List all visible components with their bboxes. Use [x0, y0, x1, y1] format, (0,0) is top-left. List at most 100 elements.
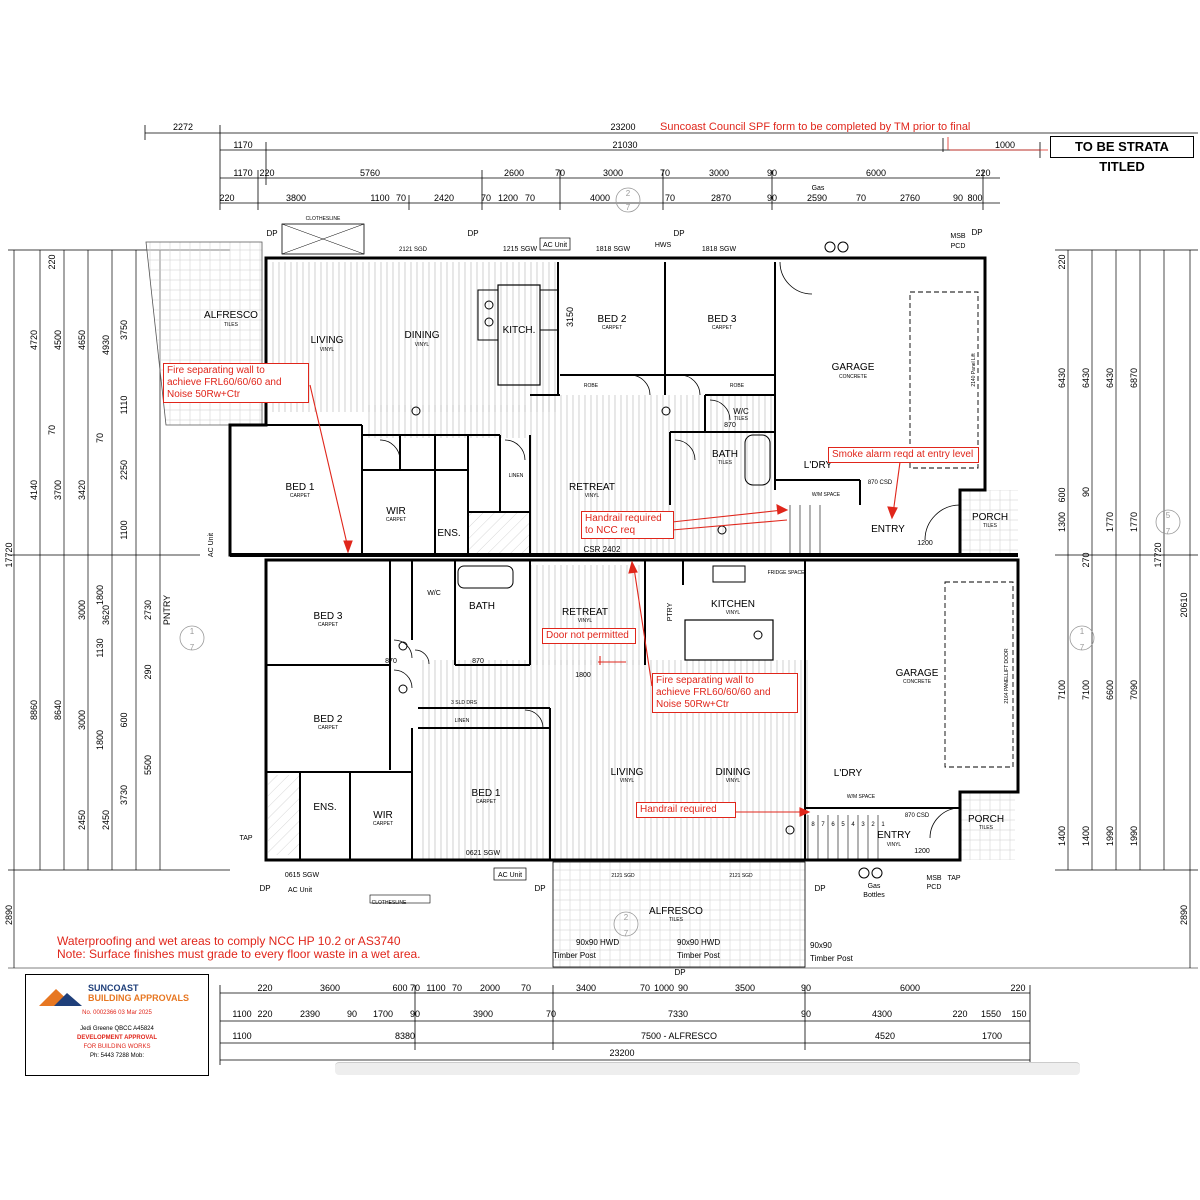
step-number: 5 — [841, 822, 845, 828]
dim-text: 2000 — [480, 983, 500, 993]
dim-text: 3700 — [53, 480, 63, 500]
dim-text: 70 — [95, 433, 105, 443]
dim-text: 3000 — [709, 168, 729, 178]
post-label: 90x90 HWD — [576, 938, 619, 947]
door-label: 1200 — [917, 540, 933, 547]
dim-text: 2600 — [504, 168, 524, 178]
dim-text: 5760 — [360, 168, 380, 178]
viewer-scrollbar[interactable] — [335, 1062, 1080, 1075]
dim-text: 220 — [1010, 983, 1025, 993]
door-label: 870 — [724, 422, 736, 429]
door-label: 1800 — [575, 672, 591, 679]
window-label: 2121 SGD — [729, 873, 753, 879]
dim-text: 220 — [975, 168, 990, 178]
room-finish: TILES — [979, 825, 994, 831]
dim-text: 2420 — [434, 193, 454, 203]
ac-unit-label: AC Unit — [288, 887, 312, 894]
room-finish: CONCRETE — [903, 679, 932, 685]
dim-text: 1300 — [1057, 512, 1067, 532]
dim-text: 90 — [767, 193, 777, 203]
post-label: Timber Post — [677, 951, 721, 960]
gas-label: Gas — [868, 883, 881, 890]
door-label: 870 CSD — [868, 480, 893, 486]
tap-label: TAP — [947, 875, 960, 882]
room-name: BED 1 — [286, 482, 315, 493]
room-name: PORCH — [968, 814, 1004, 825]
room-finish: VINYL — [320, 347, 335, 353]
room-finish: CARPET — [476, 799, 496, 805]
stamp-line: FOR BUILDING WORKS — [83, 1044, 151, 1050]
dim-text: 7100 — [1081, 680, 1091, 700]
door-label: 870 — [385, 658, 397, 665]
dim-text: 90 — [347, 1009, 357, 1019]
dim-text: 1400 — [1081, 826, 1091, 846]
dim-text: 70 — [856, 193, 866, 203]
room-finish: CARPET — [290, 493, 310, 499]
room-name: WIR — [373, 810, 392, 821]
dim-text: 1700 — [982, 1031, 1002, 1041]
dim-text: 3000 — [603, 168, 623, 178]
dim-text: 220 — [219, 193, 234, 203]
left-dimension-text: 2890 17720 4140 4720 8860 4500 3700 8640… — [4, 254, 153, 925]
dim-text: 3000 — [77, 600, 87, 620]
robe-label: ROBE — [584, 383, 599, 389]
room-name: L'DRY — [804, 460, 833, 471]
dim-text: 4500 — [53, 330, 63, 350]
section-number: 2 — [624, 913, 629, 922]
linen-label: LINEN — [509, 473, 524, 479]
dim-text: 1170 — [233, 140, 252, 150]
window-label: 0621 SGW — [466, 850, 501, 857]
room-finish: VINYL — [620, 778, 635, 784]
csr-label: CSR 2402 — [584, 545, 621, 554]
note-line: Fire separating wall to — [167, 365, 265, 376]
room-name: ALFRESCO — [649, 906, 703, 917]
dim-text: 1990 — [1105, 826, 1115, 846]
note-line: achieve FRL60/60/60 and — [167, 377, 282, 388]
dim-text: 70 — [555, 168, 565, 178]
dim-text: 23200 — [610, 122, 635, 132]
downpipe-label: DP — [266, 229, 277, 238]
dim-text: 600 — [119, 712, 129, 727]
dim-text: 70 — [660, 168, 670, 178]
section-number: 5 — [1166, 511, 1171, 520]
dim-text: 6430 — [1081, 368, 1091, 388]
company-logo — [39, 989, 82, 1006]
door-label: 870 — [472, 658, 484, 665]
downpipe-label: DP — [814, 884, 825, 893]
note-line: Noise 50Rw+Ctr — [656, 699, 730, 710]
dim-text: 8860 — [29, 700, 39, 720]
dim-text: 70 — [665, 193, 675, 203]
room-name: W/C — [733, 407, 749, 416]
step-numbers: 8 7 6 5 4 3 2 1 — [811, 822, 885, 828]
step-number: 6 — [831, 822, 835, 828]
room-finish: CARPET — [712, 325, 732, 331]
post-label: 90x90 — [810, 941, 832, 950]
linen-label: LINEN — [455, 718, 470, 724]
dim-text: 2890 — [4, 905, 14, 925]
fire-wall-note-upper: Fire separating wall to achieve FRL60/60… — [163, 363, 309, 403]
dim-text: 1170 — [233, 168, 252, 178]
dim-text: 17720 — [1153, 542, 1163, 567]
room-name: ENTRY — [871, 524, 905, 535]
room-name: KITCH. — [503, 325, 536, 336]
room-name: LIVING — [611, 767, 644, 778]
door-label: 870 CSD — [905, 813, 930, 819]
post-label: Timber Post — [810, 954, 854, 963]
dim-text: 3730 — [119, 785, 129, 805]
pcd-label: PCD — [927, 884, 942, 891]
dim-text: 220 — [257, 1009, 272, 1019]
left-dimensions — [8, 249, 1198, 969]
door-label: 1200 — [914, 848, 930, 855]
dim-text: 8640 — [53, 700, 63, 720]
dim-text: 1100 — [119, 520, 129, 539]
room-name: PTRY — [667, 602, 674, 621]
dim-text: 3420 — [77, 480, 87, 500]
dim-text: 4650 — [77, 330, 87, 350]
room-finish: VINYL — [578, 618, 593, 624]
window-label: 2121 SGD — [611, 873, 635, 879]
dim-text: 6600 — [1105, 680, 1115, 700]
room-name: ALFRESCO — [204, 310, 258, 321]
room-name: L'DRY — [834, 768, 863, 779]
dim-text: 2870 — [711, 193, 731, 203]
note-line: Note: Surface finishes must grade to eve… — [57, 947, 421, 961]
